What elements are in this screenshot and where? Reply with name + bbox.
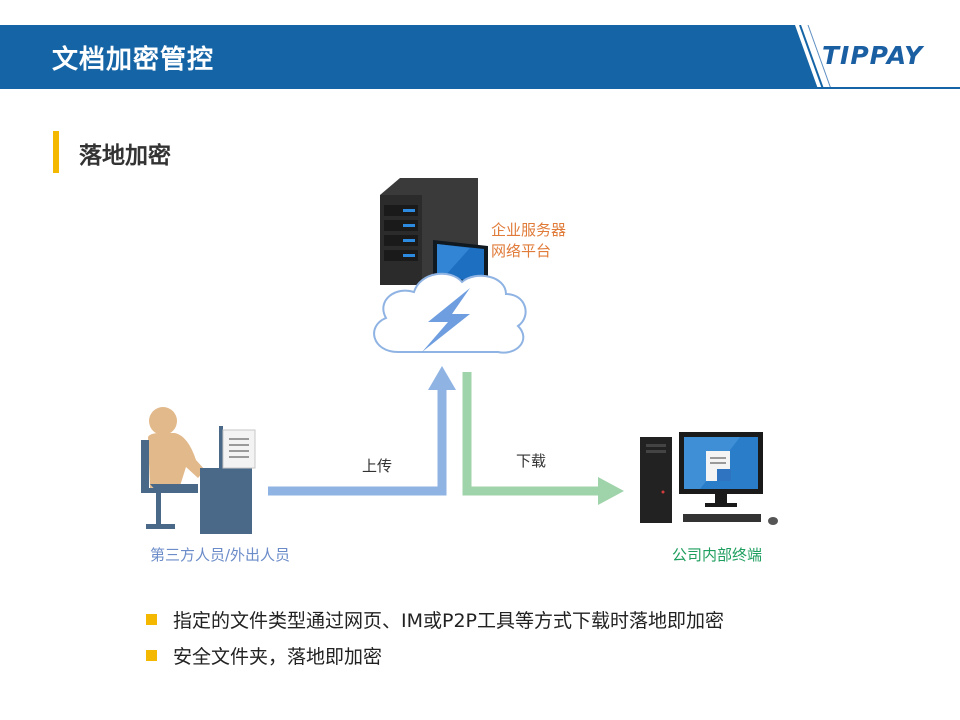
bullet-text: 指定的文件类型通过网页、IM或P2P工具等方式下载时落地即加密 [173,606,724,633]
bullet-square-icon [146,650,157,661]
download-label: 下载 [516,450,546,471]
desktop-computer-icon [640,432,778,525]
third-party-label: 第三方人员/外出人员 [150,544,290,565]
server-label-line1: 企业服务器 [491,220,566,241]
server-label: 企业服务器 网络平台 [491,220,566,262]
bullet-text: 安全文件夹，落地即加密 [173,642,382,669]
upload-label: 上传 [362,455,392,476]
internal-terminal-label: 公司内部终端 [672,544,762,565]
third-party-person-icon [141,407,255,534]
bullet-square-icon [146,614,157,625]
download-arrow [467,372,624,505]
server-label-line2: 网络平台 [491,241,566,262]
server-icon [380,178,488,286]
